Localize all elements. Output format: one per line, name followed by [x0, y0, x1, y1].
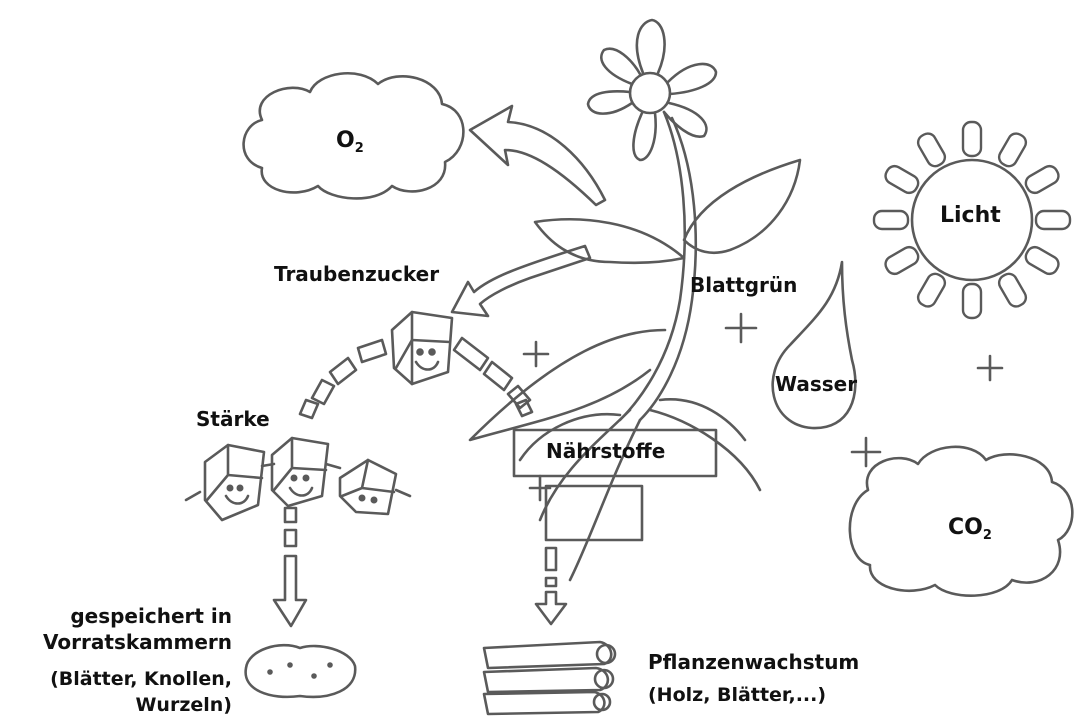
right-leaf-icon [684, 160, 800, 253]
storage-title-line2: Vorratskammern [12, 630, 232, 654]
plus-signs-icon [524, 314, 1002, 500]
glucose-cube-icon [392, 312, 452, 384]
storage-arrow-icon [274, 508, 306, 626]
left-leaf-icon [535, 219, 684, 262]
starch-path-icon [300, 340, 386, 418]
oxygen-label: O2 [336, 128, 364, 156]
starch-label: Stärke [196, 407, 270, 431]
starch-chain-icon [186, 438, 410, 520]
chlorophyll-label: Blattgrün [690, 273, 797, 297]
logs-icon [484, 642, 615, 714]
growth-box-icon [546, 486, 642, 540]
storage-examples-line1: (Blätter, Knollen, [12, 668, 232, 690]
water-label: Wasser [775, 372, 857, 396]
glucose-arrow-icon [452, 246, 590, 316]
storage-examples-line2: Wurzeln) [12, 694, 232, 716]
carbon-dioxide-label: CO2 [948, 515, 992, 543]
tuber-icon [246, 645, 356, 697]
nutrient-path-icon [454, 338, 532, 416]
growth-title: Pflanzenwachstum [648, 650, 859, 674]
growth-arrow-icon [536, 548, 566, 624]
light-label: Licht [940, 203, 1001, 228]
storage-title-line1: gespeichert in [12, 604, 232, 628]
nutrients-label: Nährstoffe [546, 439, 665, 463]
oxygen-arrow-icon [470, 106, 605, 205]
stem-icon [620, 112, 696, 420]
flower-icon [588, 20, 716, 160]
growth-examples: (Holz, Blätter,...) [648, 684, 826, 706]
glucose-label: Traubenzucker [274, 262, 439, 286]
